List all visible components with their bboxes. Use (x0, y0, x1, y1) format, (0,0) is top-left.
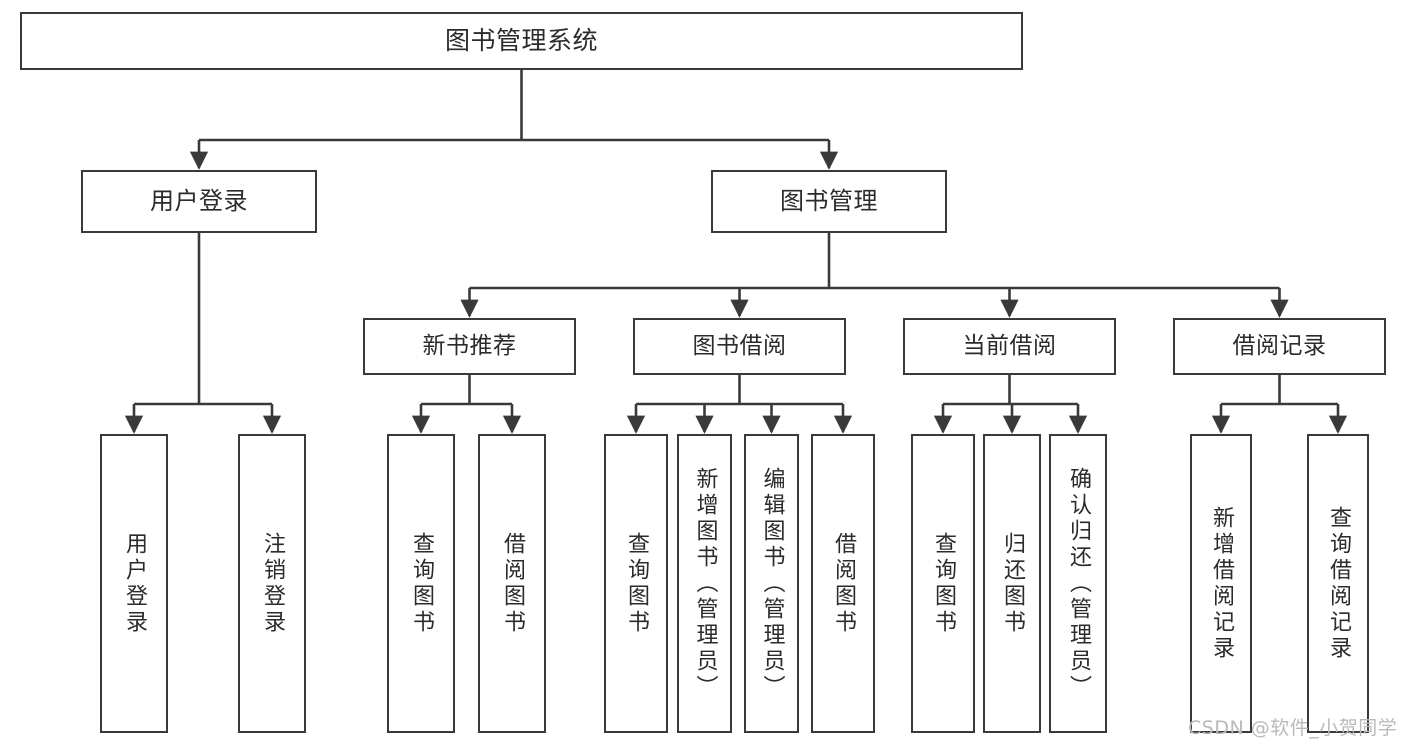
node-label: 查询图书 (409, 531, 434, 636)
node-label: 查询借阅记录 (1326, 505, 1351, 662)
node-label: 归还图书 (1000, 531, 1025, 636)
node-label: 编辑图书（管理员） (759, 466, 785, 701)
leaf-confirm-return[interactable]: 确认归还（管理员） (1049, 434, 1107, 733)
node-label: 用户登录 (122, 531, 147, 636)
node-label: 查询图书 (931, 531, 956, 636)
node-label: 当前借阅 (962, 332, 1057, 359)
node-label: 新增图书（管理员） (692, 466, 718, 701)
leaf-query-borrow-record[interactable]: 查询借阅记录 (1307, 434, 1369, 733)
node-label: 借阅图书 (500, 531, 525, 636)
node-label: 借阅图书 (831, 531, 856, 636)
leaf-query-book-2[interactable]: 查询图书 (604, 434, 668, 733)
node-label: 图书管理系统 (444, 26, 598, 55)
node-label: 图书管理 (780, 187, 878, 216)
node-book-manage[interactable]: 图书管理 (711, 170, 947, 233)
leaf-query-book-3[interactable]: 查询图书 (911, 434, 975, 733)
leaf-edit-book[interactable]: 编辑图书（管理员） (744, 434, 799, 733)
leaf-add-borrow-record[interactable]: 新增借阅记录 (1190, 434, 1252, 733)
leaf-add-book[interactable]: 新增图书（管理员） (677, 434, 732, 733)
node-new-book-recommend[interactable]: 新书推荐 (363, 318, 576, 375)
node-root[interactable]: 图书管理系统 (20, 12, 1023, 70)
leaf-borrow-book-2[interactable]: 借阅图书 (811, 434, 875, 733)
node-label: 新增借阅记录 (1209, 505, 1234, 662)
node-label: 图书借阅 (692, 332, 787, 359)
watermark: CSDN @软件_小贺同学 (1188, 717, 1398, 739)
leaf-query-book-1[interactable]: 查询图书 (387, 434, 455, 733)
leaf-logout[interactable]: 注销登录 (238, 434, 306, 733)
leaf-user-login[interactable]: 用户登录 (100, 434, 168, 733)
node-label: 确认归还（管理员） (1066, 466, 1091, 701)
node-borrow-record[interactable]: 借阅记录 (1173, 318, 1386, 375)
leaf-return-book[interactable]: 归还图书 (983, 434, 1041, 733)
leaf-borrow-book-1[interactable]: 借阅图书 (478, 434, 546, 733)
node-book-borrow[interactable]: 图书借阅 (633, 318, 846, 375)
node-current-borrow[interactable]: 当前借阅 (903, 318, 1116, 375)
node-label: 查询图书 (624, 531, 649, 636)
node-label: 注销登录 (260, 531, 285, 636)
node-label: 用户登录 (150, 187, 248, 216)
node-user-login[interactable]: 用户登录 (81, 170, 317, 233)
node-label: 新书推荐 (422, 332, 517, 359)
node-label: 借阅记录 (1232, 332, 1327, 359)
